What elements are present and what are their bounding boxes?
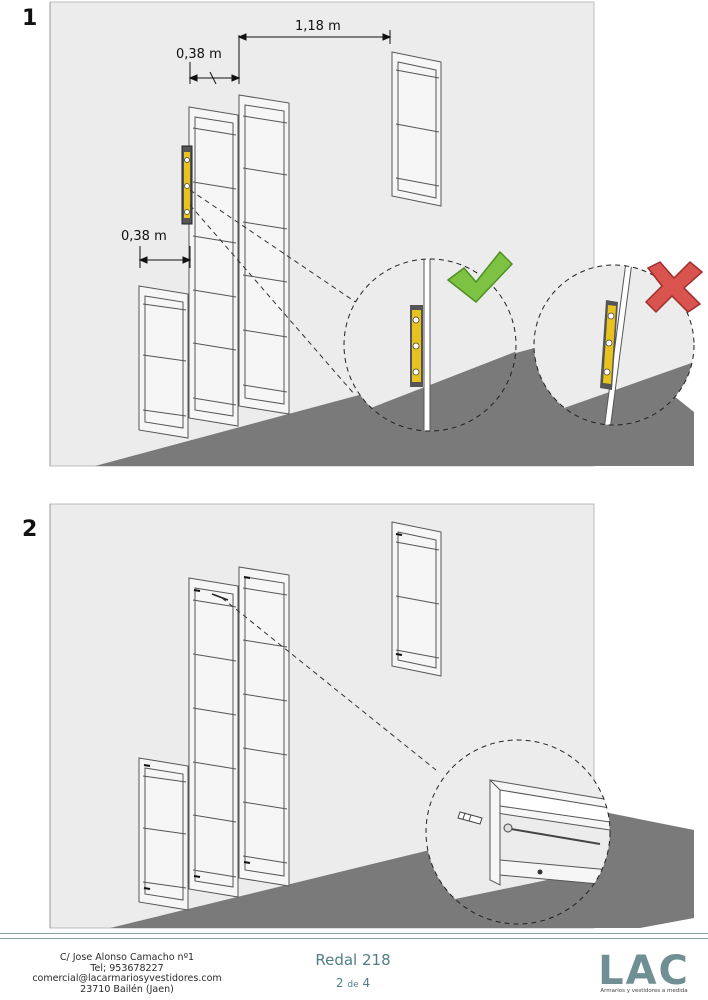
dimension-lines — [138, 30, 392, 268]
cross-icon — [644, 260, 704, 314]
step-number-2: 2 — [22, 517, 38, 542]
footer-rule-bottom — [0, 938, 708, 939]
leader-line-1a — [189, 189, 361, 306]
frame2-tall-middle — [188, 577, 239, 898]
spirit-level-icon — [181, 145, 193, 225]
frame-short-left — [138, 285, 189, 439]
phone-line: Tel; 953678227 — [90, 962, 164, 974]
frame2-tall-right — [238, 566, 290, 887]
wall-plug-icon — [457, 811, 483, 825]
screw-icon — [503, 823, 601, 845]
lac-logo: LAC — [598, 948, 690, 994]
step1-scene: 0,38 m 1,18 m 0,38 m — [49, 1, 704, 467]
dim-label-bottom-left: 0,38 m — [121, 229, 167, 244]
frame-tall-middle — [188, 106, 239, 427]
logo-letters: LAC — [598, 948, 690, 994]
address-line: C/ Jose Alonso Camacho nº1 — [59, 952, 195, 963]
leader-line-1b — [189, 204, 356, 396]
frame-upper-right — [391, 51, 442, 207]
dim-label-top-right: 1,18 m — [295, 19, 341, 34]
dim-label-top-left: 0,38 m — [176, 47, 222, 62]
page-indicator: 2 de 4 — [298, 976, 408, 990]
frame2-upper-right — [391, 521, 442, 677]
check-icon — [446, 250, 514, 304]
leader-line-2a — [221, 597, 437, 771]
email-line: comercial@lacarmariosyvestidores.com — [32, 973, 222, 984]
page-current: 2 — [335, 976, 344, 990]
logo-tagline: Armarios y vestidores a medida — [600, 988, 688, 994]
page-total: 4 — [362, 976, 371, 990]
product-title: Redal 218 — [315, 951, 391, 969]
city-line: 23710 Bailén (Jaen) — [80, 983, 174, 995]
step2-scene — [49, 503, 694, 929]
step-number-1: 1 — [22, 6, 38, 31]
page-of: de — [347, 980, 359, 990]
magnifier-correct — [343, 258, 517, 432]
company-address: C/ Jose Alonso Camacho nº1 Tel; 95367822… — [20, 952, 234, 995]
footer-rule-top — [0, 933, 708, 934]
frame2-short-left — [138, 757, 189, 911]
frame-tall-right — [238, 94, 290, 415]
assembly-illustration: 0,38 m 1,18 m 0,38 m — [49, 1, 704, 929]
screw-hint — [211, 593, 229, 601]
